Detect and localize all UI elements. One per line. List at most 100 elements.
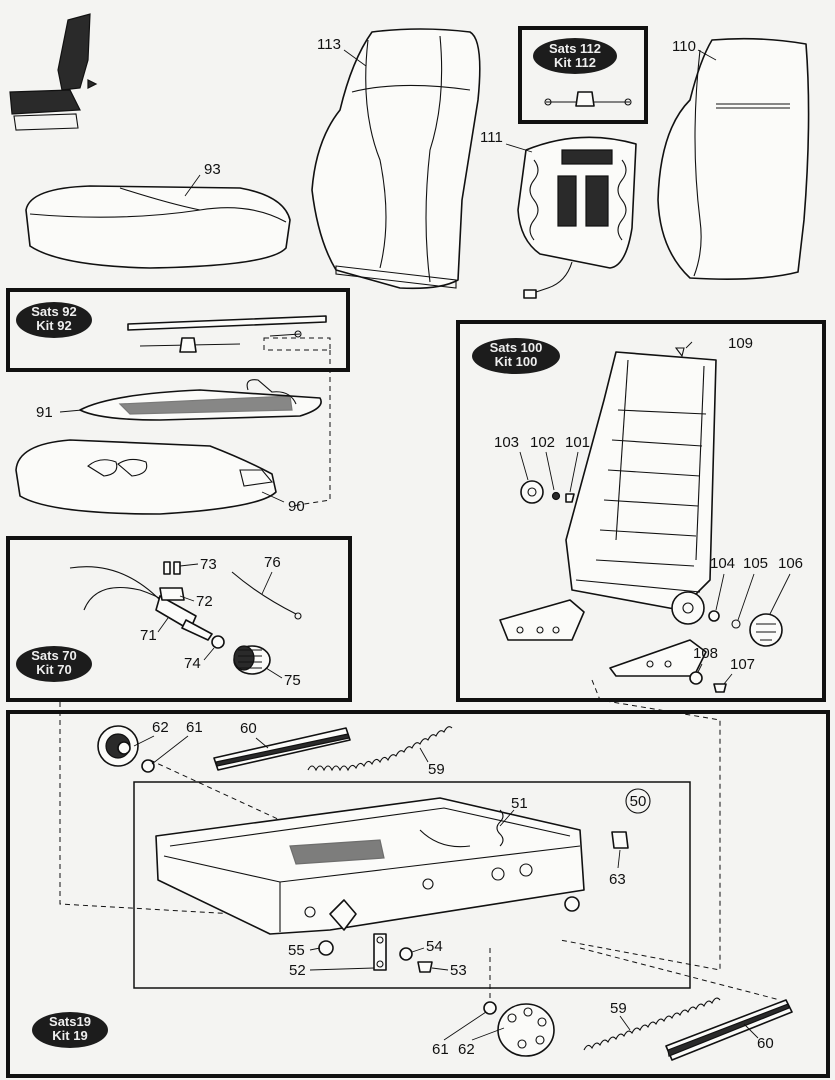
stop-block-63 (611, 831, 629, 849)
label-55: 55 (288, 942, 305, 959)
recliner-mechanism-104-106 (671, 591, 783, 647)
seat-cushion-90 (15, 439, 285, 515)
kit-112-clip-icon (544, 91, 632, 107)
washer-54 (399, 947, 413, 961)
label-53: 53 (450, 962, 467, 979)
guide-bar-60-top (213, 727, 351, 771)
kit-92-rod-icon (127, 315, 327, 353)
spring-59-bottom (583, 997, 721, 1051)
label-106: 106 (778, 555, 803, 572)
label-91: 91 (36, 404, 53, 421)
label-59-bottom: 59 (610, 1000, 627, 1017)
leader-52 (309, 967, 375, 971)
label-108: 108 (693, 645, 718, 662)
lower-spring-guide-line (579, 947, 781, 1001)
label-59-top: 59 (428, 761, 445, 778)
label-61-top: 61 (186, 719, 203, 736)
leader-53 (431, 967, 449, 971)
kit-70-badge: Sats 70 Kit 70 (16, 646, 92, 682)
svg-text:Sats 112: Sats 112 (549, 41, 601, 56)
seat-thumbnail-icon (9, 13, 98, 131)
bolt-107 (713, 683, 727, 693)
label-62-bottom: 62 (458, 1041, 475, 1058)
label-63: 63 (609, 871, 626, 888)
label-104: 104 (710, 555, 735, 572)
leader-109 (685, 341, 693, 349)
kit-92-box (6, 288, 350, 372)
kit-100-guide-line (559, 679, 721, 971)
leader-75 (265, 667, 283, 679)
leaders-104-106 (715, 573, 791, 621)
seat-cushion-93 (25, 174, 291, 269)
label-73: 73 (200, 556, 217, 573)
kit-19-box (6, 710, 830, 1078)
leader-73 (179, 563, 199, 567)
leader-71 (157, 617, 169, 633)
heating-mat-111 (505, 136, 637, 299)
washer-61-top (141, 759, 155, 773)
leader-74 (203, 647, 215, 661)
label-109: 109 (728, 335, 753, 352)
kit-112-box (518, 26, 648, 124)
leader-76 (261, 571, 273, 595)
label-113: 113 (317, 36, 341, 53)
svg-text:Sats 100: Sats 100 (490, 340, 543, 355)
svg-text:Kit 92: Kit 92 (36, 318, 71, 333)
guide-bar-60-bottom (665, 999, 793, 1061)
kit-92-guide-line (263, 337, 331, 507)
knob-75 (233, 645, 271, 675)
leader-60-bottom (743, 1023, 759, 1039)
label-50-circle (625, 788, 651, 814)
kit-100-box (456, 320, 826, 702)
label-101: 101 (565, 434, 590, 451)
backrest-cover-110 (657, 37, 810, 280)
label-111: 111 (480, 129, 503, 146)
backrest-113 (311, 28, 481, 290)
label-61-bottom: 61 (432, 1041, 449, 1058)
kit-19-badge: Sats19 Kit 19 (32, 1012, 108, 1048)
label-50: 50 (630, 793, 647, 810)
label-62-top: 62 (152, 719, 169, 736)
svg-text:Sats 92: Sats 92 (31, 304, 77, 319)
label-90: 90 (288, 498, 305, 515)
adjust-knob-62-bottom (497, 1003, 555, 1057)
svg-text:Sats 70: Sats 70 (31, 648, 77, 663)
leader-60-top (255, 737, 269, 749)
label-60-bottom: 60 (757, 1035, 774, 1052)
leaders-101-103 (519, 451, 579, 493)
kit-100-badge: Sats 100 Kit 100 (472, 338, 560, 374)
svg-text:Kit 112: Kit 112 (554, 55, 596, 70)
washer-61-bottom (483, 1001, 497, 1015)
backrest-frame (499, 347, 717, 677)
adjust-knob-62-top (97, 725, 139, 767)
svg-text:Sats19: Sats19 (49, 1014, 91, 1029)
screw-101 (565, 493, 575, 503)
label-52: 52 (289, 962, 306, 979)
bolt-53 (417, 961, 433, 973)
label-93: 93 (204, 161, 221, 178)
label-76: 76 (264, 554, 281, 571)
leaders-61-62-bottom (443, 1011, 505, 1041)
leader-63 (617, 849, 621, 869)
nut-108 (689, 671, 703, 685)
cable-assembly-71 (69, 561, 213, 641)
cable-76 (231, 571, 302, 620)
knob-guide-line (149, 759, 281, 821)
svg-text:Kit 100: Kit 100 (495, 354, 538, 369)
leader-55 (309, 947, 321, 951)
label-54: 54 (426, 938, 443, 955)
seat-slide-frame (155, 797, 585, 935)
label-71: 71 (140, 627, 157, 644)
label-110: 110 (672, 38, 696, 55)
leaders-61-62-top (133, 735, 189, 765)
leader-51 (499, 809, 515, 827)
nut-74 (211, 635, 225, 649)
seat-heater-91 (59, 379, 322, 421)
recliner-knob-103 (520, 480, 544, 504)
washer-102 (551, 491, 561, 501)
kit-70-box (6, 536, 352, 702)
leaders-107-108 (697, 663, 733, 685)
svg-text:Kit 19: Kit 19 (52, 1028, 87, 1043)
label-107: 107 (730, 656, 755, 673)
